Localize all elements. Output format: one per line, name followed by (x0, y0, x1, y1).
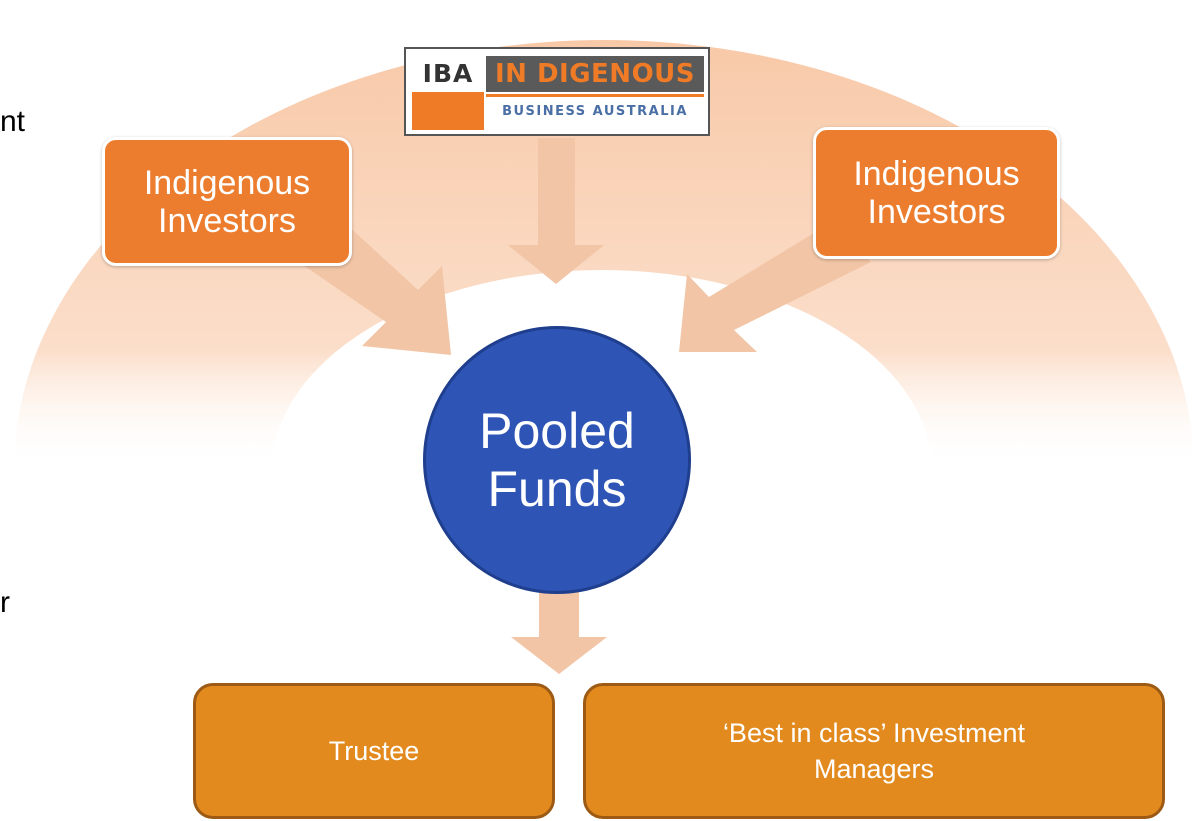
cropped-text-fragment-top: nt (0, 105, 26, 138)
investor-right-line2: Investors (867, 193, 1006, 231)
logo-iba-text: IBA (412, 56, 484, 92)
investment-managers-box: ‘Best in class’ Investment Managers (583, 683, 1165, 819)
arrow-logo-to-pool (508, 138, 604, 284)
pooled-funds-circle: Pooled Funds (423, 326, 691, 594)
investor-box-right: Indigenous Investors (813, 127, 1060, 259)
managers-line2: Managers (813, 754, 935, 784)
managers-line1: ‘Best in class’ Investment (722, 718, 1026, 748)
investor-left-line2: Investors (158, 201, 296, 240)
iba-logo: IBA IN DIGENOUS BUSINESS AUSTRALIA (404, 47, 710, 136)
arrow-pool-down (511, 585, 607, 674)
investor-box-left: Indigenous Investors (102, 137, 352, 266)
pooled-line2: Funds (487, 461, 627, 517)
investor-left-line1: Indigenous (143, 163, 311, 202)
logo-iba-mark: IBA (412, 56, 484, 130)
investor-right-line1: Indigenous (853, 155, 1020, 193)
logo-business-australia: BUSINESS AUSTRALIA (486, 94, 704, 130)
trustee-label: Trustee (328, 736, 420, 766)
pooled-line1: Pooled (479, 403, 635, 459)
cropped-text-fragment-bottom: r (0, 586, 10, 619)
trustee-box: Trustee (193, 683, 555, 819)
logo-indigenous-word: IN DIGENOUS (486, 56, 704, 92)
